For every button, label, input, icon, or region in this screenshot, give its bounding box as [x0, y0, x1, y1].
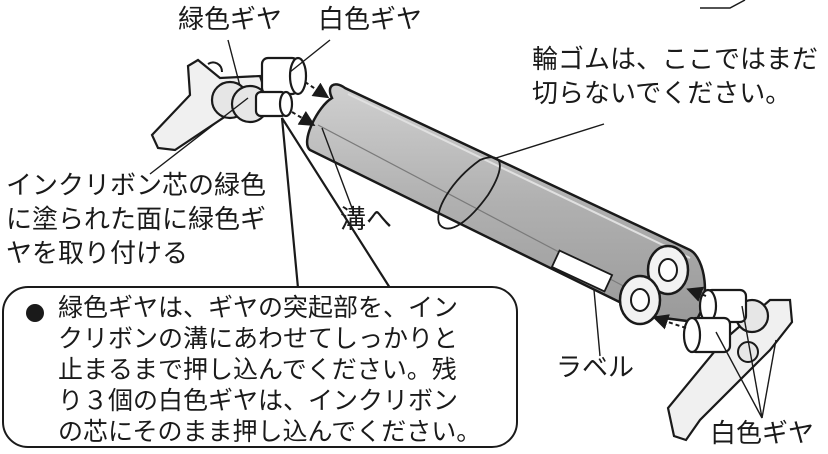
left-gear-assembly [150, 58, 270, 152]
leader-white-gear-bottom-b [715, 331, 763, 419]
leader-white-gear-bottom-c [761, 339, 777, 419]
leader-label [593, 289, 601, 357]
leader-green-gear-top [227, 39, 241, 87]
leader-white-gear-top [289, 39, 331, 73]
green-gear-left [254, 90, 294, 118]
note-text: 緑色ギヤは、ギヤの突起部を、イン クリボンの溝にあわせてしっかりと 止まるまで押… [58, 292, 481, 447]
leader-white-gear-bottom-a [741, 305, 763, 419]
label-white-gear-top: 白色ギヤ [318, 5, 423, 35]
leader-core-face [149, 97, 249, 175]
leader-rubber-band [495, 123, 605, 159]
white-gear-left [260, 56, 308, 96]
label-rubber-band-line-2: 切らないでください。 [532, 79, 792, 109]
label-groove: 溝へ [340, 205, 393, 235]
leader-groove [321, 127, 353, 209]
label-core-face-line-2: に塗られた面に緑色ギ [6, 205, 267, 235]
roll-end-upper [646, 244, 690, 296]
label-green-gear-top: 緑色ギヤ [178, 5, 283, 35]
bullet-icon [26, 304, 44, 322]
label-white-gear-bottom: 白色ギヤ [710, 419, 815, 449]
label-rubber-band-line-1: 輪ゴムは、ここではまだ [532, 45, 819, 75]
note-callout-pointer [280, 117, 391, 289]
note-line-3: 止まるまで押し込んでください。残 [58, 355, 457, 384]
roll-end-lower [618, 274, 662, 326]
label-sticker [550, 249, 614, 293]
label-label: ラベル [556, 353, 635, 383]
note-line-2: クリボンの溝にあわせてしっかりと [58, 324, 459, 353]
corner-mark [700, 0, 746, 9]
note-callout: 緑色ギヤは、ギヤの突起部を、イン クリボンの溝にあわせてしっかりと 止まるまで押… [2, 286, 518, 448]
note-line-1: 緑色ギヤは、ギヤの突起部を、イン [58, 293, 459, 322]
note-line-4: り３個の白色ギヤは、インクリボン [58, 386, 459, 415]
white-gear-right-lower [682, 316, 759, 363]
rubber-band [437, 156, 501, 230]
label-core-face-line-3: ヤを取り付ける [6, 239, 189, 269]
note-line-5: の芯にそのまま押し込んでください。 [58, 417, 482, 446]
label-core-face-line-1: インクリボン芯の緑色 [6, 171, 267, 201]
